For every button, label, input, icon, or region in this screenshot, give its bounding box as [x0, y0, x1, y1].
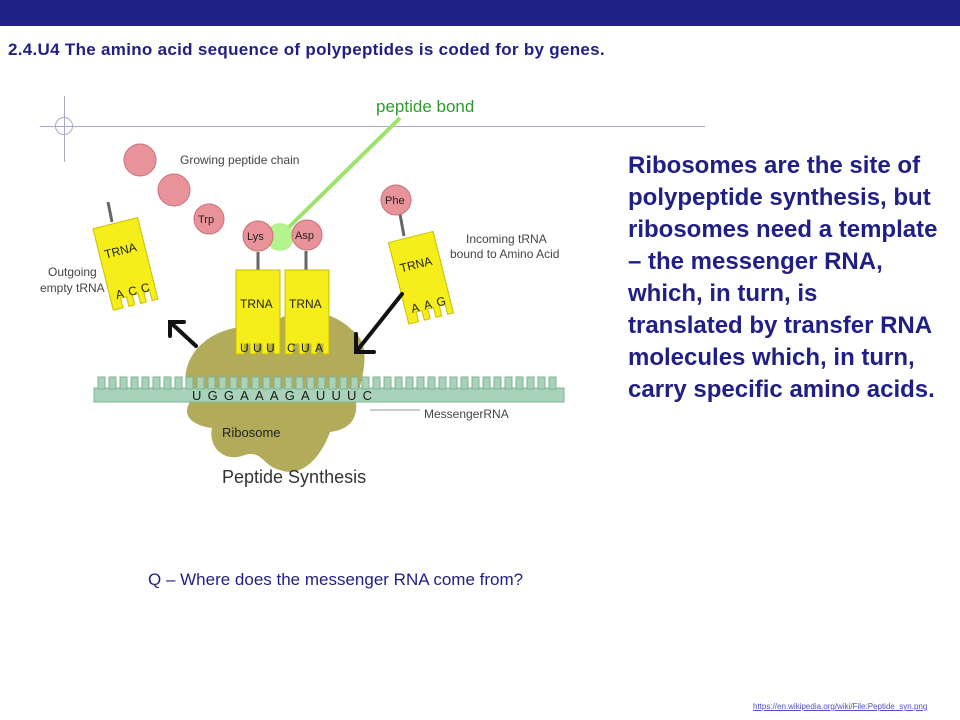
- anticodon-lys-1: U: [240, 341, 249, 355]
- mrna-tooth: [273, 376, 282, 390]
- mrna-tooth: [295, 376, 304, 390]
- mrna-tooth: [185, 376, 194, 390]
- amino-acid-lys-label: Lys: [247, 231, 264, 243]
- mrna-tooth: [306, 376, 315, 390]
- mrna-tooth: [449, 376, 458, 390]
- mrna-tooth: [152, 376, 161, 390]
- amino-acid-phe-label: Phe: [385, 195, 405, 207]
- anticodon-outgoing-1: A: [114, 286, 125, 302]
- mrna-strand: [93, 387, 565, 403]
- incoming-label-line1: Incoming tRNA: [466, 232, 547, 246]
- slide-title: 2.4.U4 The amino acid sequence of polype…: [8, 40, 605, 59]
- mrna-tooth: [537, 376, 546, 390]
- mrna-tooth: [141, 376, 150, 390]
- mrna-tooth: [130, 376, 139, 390]
- mrna-tooth: [416, 376, 425, 390]
- mrna-tooth: [504, 376, 513, 390]
- mrna-tooth: [548, 376, 557, 390]
- trna-lys: TRNA U U U: [235, 269, 281, 355]
- mrna-tooth: [174, 376, 183, 390]
- amino-acid-asp-label: Asp: [295, 230, 314, 242]
- outgoing-label-line2: empty tRNA: [40, 281, 105, 295]
- peptide-bond-label: peptide bond: [376, 97, 475, 116]
- peptide-bond-pointer: [286, 116, 402, 230]
- mrna-tooth: [372, 376, 381, 390]
- anticodon-asp-3: A: [315, 341, 323, 355]
- mrna-tooth: [229, 376, 238, 390]
- mrna-tooth: [328, 376, 337, 390]
- incoming-label-line2: bound to Amino Acid: [450, 247, 559, 261]
- mrna-tooth: [207, 376, 216, 390]
- mrna-tooth: [405, 376, 414, 390]
- mrna-tooth: [163, 376, 172, 390]
- trna-lys-label: TRNA: [240, 297, 273, 311]
- trna-outgoing: TRNA A C C: [92, 217, 159, 311]
- chain-bead-2: [157, 173, 191, 207]
- mrna-tooth: [493, 376, 502, 390]
- amino-acid-lys: [242, 220, 274, 252]
- anticodon-outgoing-3: C: [139, 280, 151, 296]
- stem-outgoing: [106, 201, 114, 223]
- question-text: Q – Where does the messenger RNA come fr…: [148, 570, 524, 589]
- mrna-tooth: [317, 376, 326, 390]
- mrna-label: MessengerRNA: [424, 407, 509, 421]
- anticodon-lys-3: U: [266, 341, 275, 355]
- top-bar: [0, 0, 960, 26]
- mrna-tooth: [284, 376, 293, 390]
- trna-incoming: TRNA A A G: [387, 230, 455, 325]
- explanation-text: Ribosomes are the site of polypeptide sy…: [628, 152, 938, 403]
- mrna-tooth: [196, 376, 205, 390]
- mrna-tooth: [240, 376, 249, 390]
- mrna-tooth: [427, 376, 436, 390]
- source-link[interactable]: https://en.wikipedia.org/wiki/File:Pepti…: [753, 702, 928, 711]
- mrna-tooth: [350, 376, 359, 390]
- mrna-tooth: [339, 376, 348, 390]
- trna-asp-label: TRNA: [289, 297, 322, 311]
- mrna-tooth: [97, 376, 106, 390]
- peptide-bond-glow: [266, 223, 294, 251]
- trna-asp: TRNA C U A: [284, 269, 330, 355]
- mrna-tooth: [526, 376, 535, 390]
- mrna-tooth: [394, 376, 403, 390]
- ribosome-label: Ribosome: [222, 425, 281, 440]
- stem-phe: [398, 213, 406, 237]
- mrna-tooth: [460, 376, 469, 390]
- amino-acid-trp-label: Trp: [198, 214, 214, 226]
- mrna-tooth: [251, 376, 260, 390]
- mrna-tooth: [438, 376, 447, 390]
- anticodon-lys-2: U: [253, 341, 262, 355]
- crosshair-circle-icon: [55, 117, 73, 135]
- anticodon-asp-2: U: [301, 341, 310, 355]
- anticodon-outgoing-2: C: [127, 283, 139, 299]
- incoming-arrow-icon: [354, 292, 404, 354]
- anticodon-incoming-1: A: [410, 300, 421, 316]
- mrna-tooth: [471, 376, 480, 390]
- anticodon-incoming-2: A: [422, 297, 433, 313]
- diagram-caption: Peptide Synthesis: [222, 467, 366, 487]
- mrna-tooth: [262, 376, 271, 390]
- anticodon-asp-1: C: [287, 341, 296, 355]
- amino-acid-phe: [380, 184, 412, 216]
- amino-acid-trp: [193, 203, 225, 235]
- mrna-tooth: [383, 376, 392, 390]
- mrna-tooth: [108, 376, 117, 390]
- chain-bead-1: [123, 143, 157, 177]
- outgoing-label-line1: Outgoing: [48, 265, 97, 279]
- mrna-tooth: [361, 376, 370, 390]
- mrna-tooth: [515, 376, 524, 390]
- mrna-tooth: [218, 376, 227, 390]
- amino-acid-asp: [291, 219, 323, 251]
- growing-chain-label: Growing peptide chain: [180, 153, 299, 167]
- anticodon-incoming-3: G: [435, 294, 447, 310]
- outgoing-arrow-icon: [168, 320, 198, 348]
- mrna-tooth: [482, 376, 491, 390]
- mrna-teeth: [97, 376, 557, 390]
- guide-line-horizontal: [40, 126, 705, 127]
- mrna-tooth: [119, 376, 128, 390]
